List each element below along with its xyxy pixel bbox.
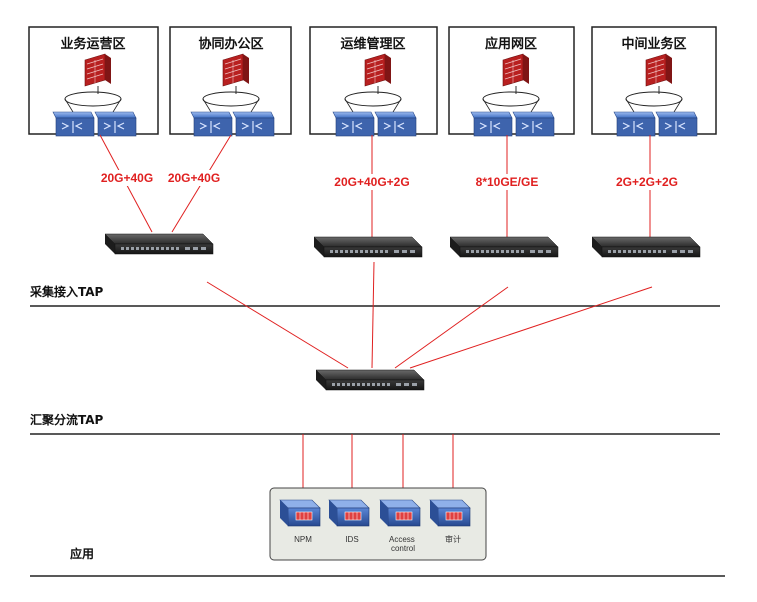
access-tap-switch-3 bbox=[449, 236, 559, 258]
tier-label-application: 应用 bbox=[70, 546, 94, 561]
link-label-ops: 20G+40G+2G bbox=[334, 175, 409, 189]
app-label-audit: 审计 bbox=[445, 534, 461, 544]
app-label-npm: NPM bbox=[294, 535, 312, 544]
link-label-middle: 2G+2G+2G bbox=[616, 175, 678, 189]
zone-title-middle: 中间业务区 bbox=[621, 36, 686, 52]
link-tap1-to-aggregation bbox=[206, 281, 349, 369]
app-label-ids: IDS bbox=[345, 535, 358, 544]
access-tap-switch-4 bbox=[591, 236, 701, 258]
link-tap2-to-aggregation bbox=[371, 261, 375, 369]
npm-appliance-icon bbox=[279, 499, 321, 527]
access-control-appliance-icon bbox=[379, 499, 421, 527]
tier-label-aggregation: 汇聚分流TAP bbox=[30, 412, 104, 427]
link-tap3-to-aggregation bbox=[394, 286, 509, 369]
link-label-appnet: 8*10GE/GE bbox=[476, 175, 539, 189]
zone-title-office: 协同办公区 bbox=[198, 36, 263, 52]
tier-label-access: 采集接入TAP bbox=[29, 284, 104, 299]
app-label-access-control: Access control bbox=[389, 535, 417, 553]
audit-appliance-icon bbox=[429, 499, 471, 527]
access-tap-switch-2 bbox=[313, 236, 423, 258]
aggregation-tap-switch bbox=[315, 369, 425, 391]
zone-title-appnet: 应用网区 bbox=[485, 36, 537, 52]
link-label-office: 20G+40G bbox=[168, 171, 220, 185]
link-tap4-to-aggregation bbox=[409, 286, 653, 369]
zone-title-ops: 运维管理区 bbox=[340, 36, 405, 52]
access-tap-switch-1 bbox=[104, 233, 214, 255]
link-label-business: 20G+40G bbox=[101, 171, 153, 185]
ids-appliance-icon bbox=[328, 499, 370, 527]
zone-title-business: 业务运营区 bbox=[60, 36, 125, 52]
